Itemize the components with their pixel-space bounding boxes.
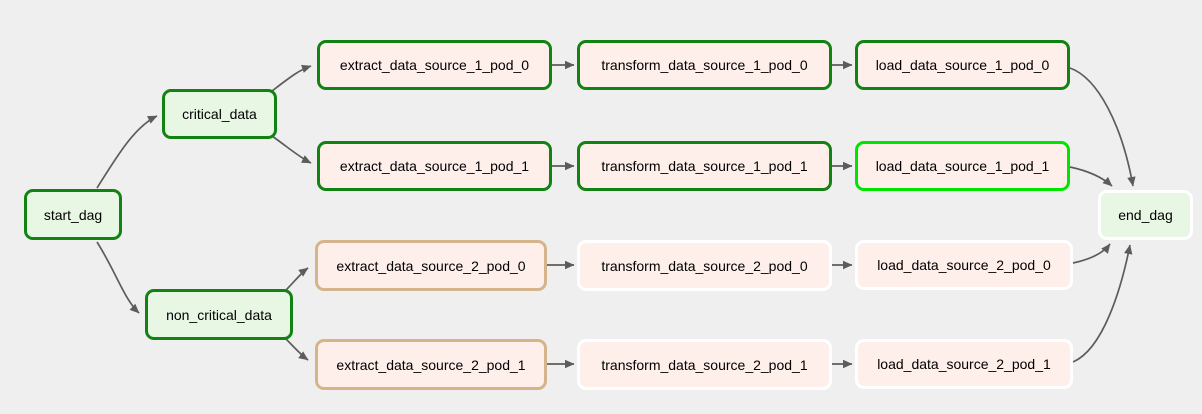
node-label: extract_data_source_1_pod_0 <box>339 57 530 73</box>
dag-node-load_data_source_1_pod_1[interactable]: load_data_source_1_pod_1 <box>855 141 1070 191</box>
edge-start_dag-non_critical_data <box>96 241 140 314</box>
dag-node-extract_data_source_1_pod_0[interactable]: extract_data_source_1_pod_0 <box>317 40 552 90</box>
node-label: end_dag <box>1118 207 1173 223</box>
node-label: transform_data_source_1_pod_1 <box>601 158 808 174</box>
edge-critical_data-extract_data_source_1_pod_0 <box>271 64 312 92</box>
edge-critical_data-extract_data_source_1_pod_1 <box>271 135 312 164</box>
node-label: critical_data <box>182 106 257 122</box>
dag-node-load_data_source_2_pod_1[interactable]: load_data_source_2_pod_1 <box>855 339 1073 389</box>
node-label: transform_data_source_2_pod_1 <box>601 356 808 373</box>
dag-node-transform_data_source_2_pod_1[interactable]: transform_data_source_2_pod_1 <box>577 339 832 390</box>
dag-node-critical_data[interactable]: critical_data <box>162 89 277 139</box>
edge-non_critical_data-extract_data_source_2_pod_1 <box>285 338 309 361</box>
node-label: load_data_source_2_pod_1 <box>877 356 1051 372</box>
node-label: load_data_source_1_pod_0 <box>875 57 1050 73</box>
node-label: start_dag <box>43 206 103 223</box>
node-label: extract_data_source_1_pod_1 <box>339 158 530 174</box>
dag-node-extract_data_source_1_pod_1[interactable]: extract_data_source_1_pod_1 <box>317 141 552 191</box>
node-label: load_data_source_2_pod_0 <box>877 257 1051 273</box>
edge-load_data_source_1_pod_1-end_dag <box>1069 166 1113 187</box>
dag-node-non_critical_data[interactable]: non_critical_data <box>145 289 293 340</box>
edge-non_critical_data-extract_data_source_2_pod_0 <box>285 267 309 291</box>
node-label: extract_data_source_2_pod_1 <box>336 356 526 373</box>
dag-node-extract_data_source_2_pod_1[interactable]: extract_data_source_2_pod_1 <box>315 339 547 390</box>
dag-node-transform_data_source_1_pod_1[interactable]: transform_data_source_1_pod_1 <box>577 141 832 191</box>
dag-node-transform_data_source_1_pod_0[interactable]: transform_data_source_1_pod_0 <box>577 40 832 90</box>
dag-node-end_dag[interactable]: end_dag <box>1098 190 1193 240</box>
node-label: transform_data_source_2_pod_0 <box>601 257 808 274</box>
node-label: load_data_source_1_pod_1 <box>875 158 1050 174</box>
edge-load_data_source_2_pod_0-end_dag <box>1072 243 1111 264</box>
dag-node-load_data_source_1_pod_0[interactable]: load_data_source_1_pod_0 <box>855 40 1070 90</box>
edge-start_dag-critical_data <box>96 115 158 189</box>
dag-node-load_data_source_2_pod_0[interactable]: load_data_source_2_pod_0 <box>855 240 1073 290</box>
node-label: non_critical_data <box>166 306 272 323</box>
dag-node-start_dag[interactable]: start_dag <box>24 189 122 240</box>
node-label: transform_data_source_1_pod_0 <box>601 57 808 73</box>
edge-load_data_source_2_pod_1-end_dag <box>1072 244 1133 363</box>
edge-load_data_source_1_pod_0-end_dag <box>1069 67 1136 187</box>
dag-node-transform_data_source_2_pod_0[interactable]: transform_data_source_2_pod_0 <box>577 240 832 291</box>
dag-node-extract_data_source_2_pod_0[interactable]: extract_data_source_2_pod_0 <box>315 240 547 291</box>
node-label: extract_data_source_2_pod_0 <box>336 257 526 274</box>
